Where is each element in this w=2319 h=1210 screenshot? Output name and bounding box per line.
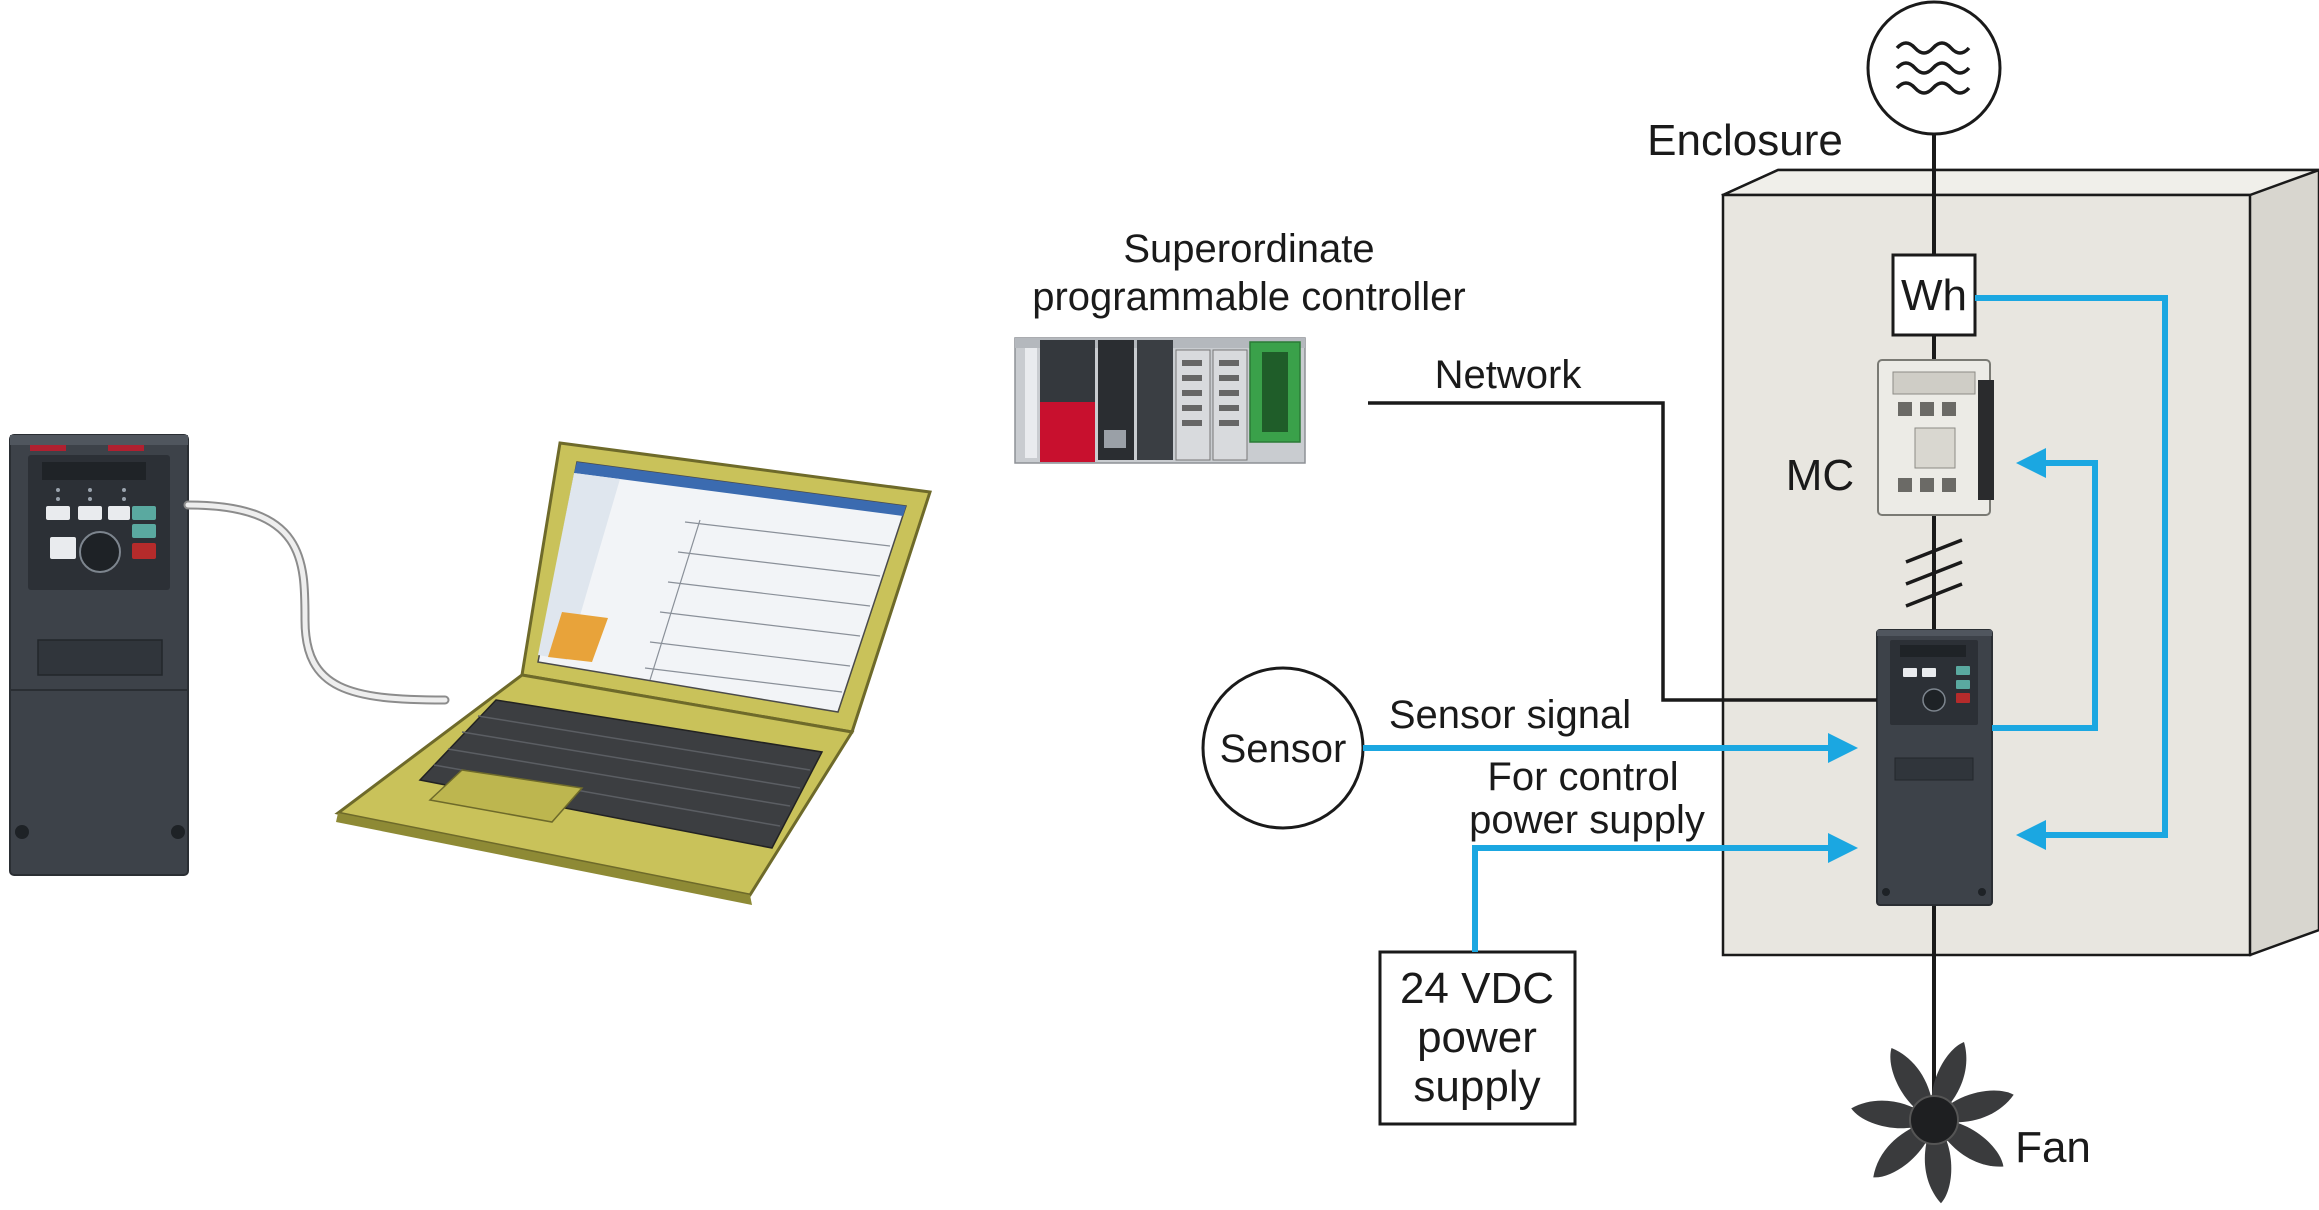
programmable-controller — [1014, 337, 1306, 464]
psu-label-line2: power — [1417, 1013, 1537, 1062]
laptop-computer — [334, 441, 932, 905]
plc-label-line2: programmable controller — [1032, 275, 1466, 319]
psu-label-line1: 24 VDC — [1400, 964, 1554, 1013]
psu-label-line3: supply — [1413, 1062, 1540, 1111]
control-power-arrow — [1472, 833, 1858, 952]
plc-label-line1: Superordinate — [1123, 227, 1374, 271]
network-label: Network — [1435, 353, 1583, 397]
fan-label: Fan — [2015, 1123, 2091, 1172]
sensor-label: Sensor — [1220, 727, 1347, 771]
wh-meter-signal-arrow — [1975, 295, 2168, 850]
enclosure-inverter — [1876, 629, 1993, 906]
fan-icon — [1851, 1042, 2014, 1204]
dc-power-supply — [1378, 950, 1577, 1126]
control-power-label-line1: For control — [1487, 755, 1678, 799]
wh-label: Wh — [1901, 271, 1967, 320]
magnetic-contactor — [1877, 359, 1994, 516]
mc-control-arrow — [1992, 448, 2098, 731]
three-phase-tick-marks — [1905, 538, 1963, 608]
ac-power-source — [1866, 0, 2002, 136]
mc-label: MC — [1786, 451, 1854, 500]
enclosure-label: Enclosure — [1647, 116, 1843, 165]
enclosure-cabinet — [1721, 168, 2319, 957]
control-power-label-line2: power supply — [1469, 798, 1705, 842]
network-line — [1368, 401, 1877, 702]
watt-hour-meter — [1891, 253, 1977, 337]
standalone-inverter — [9, 434, 189, 876]
sensor-signal-label: Sensor signal — [1389, 693, 1631, 737]
